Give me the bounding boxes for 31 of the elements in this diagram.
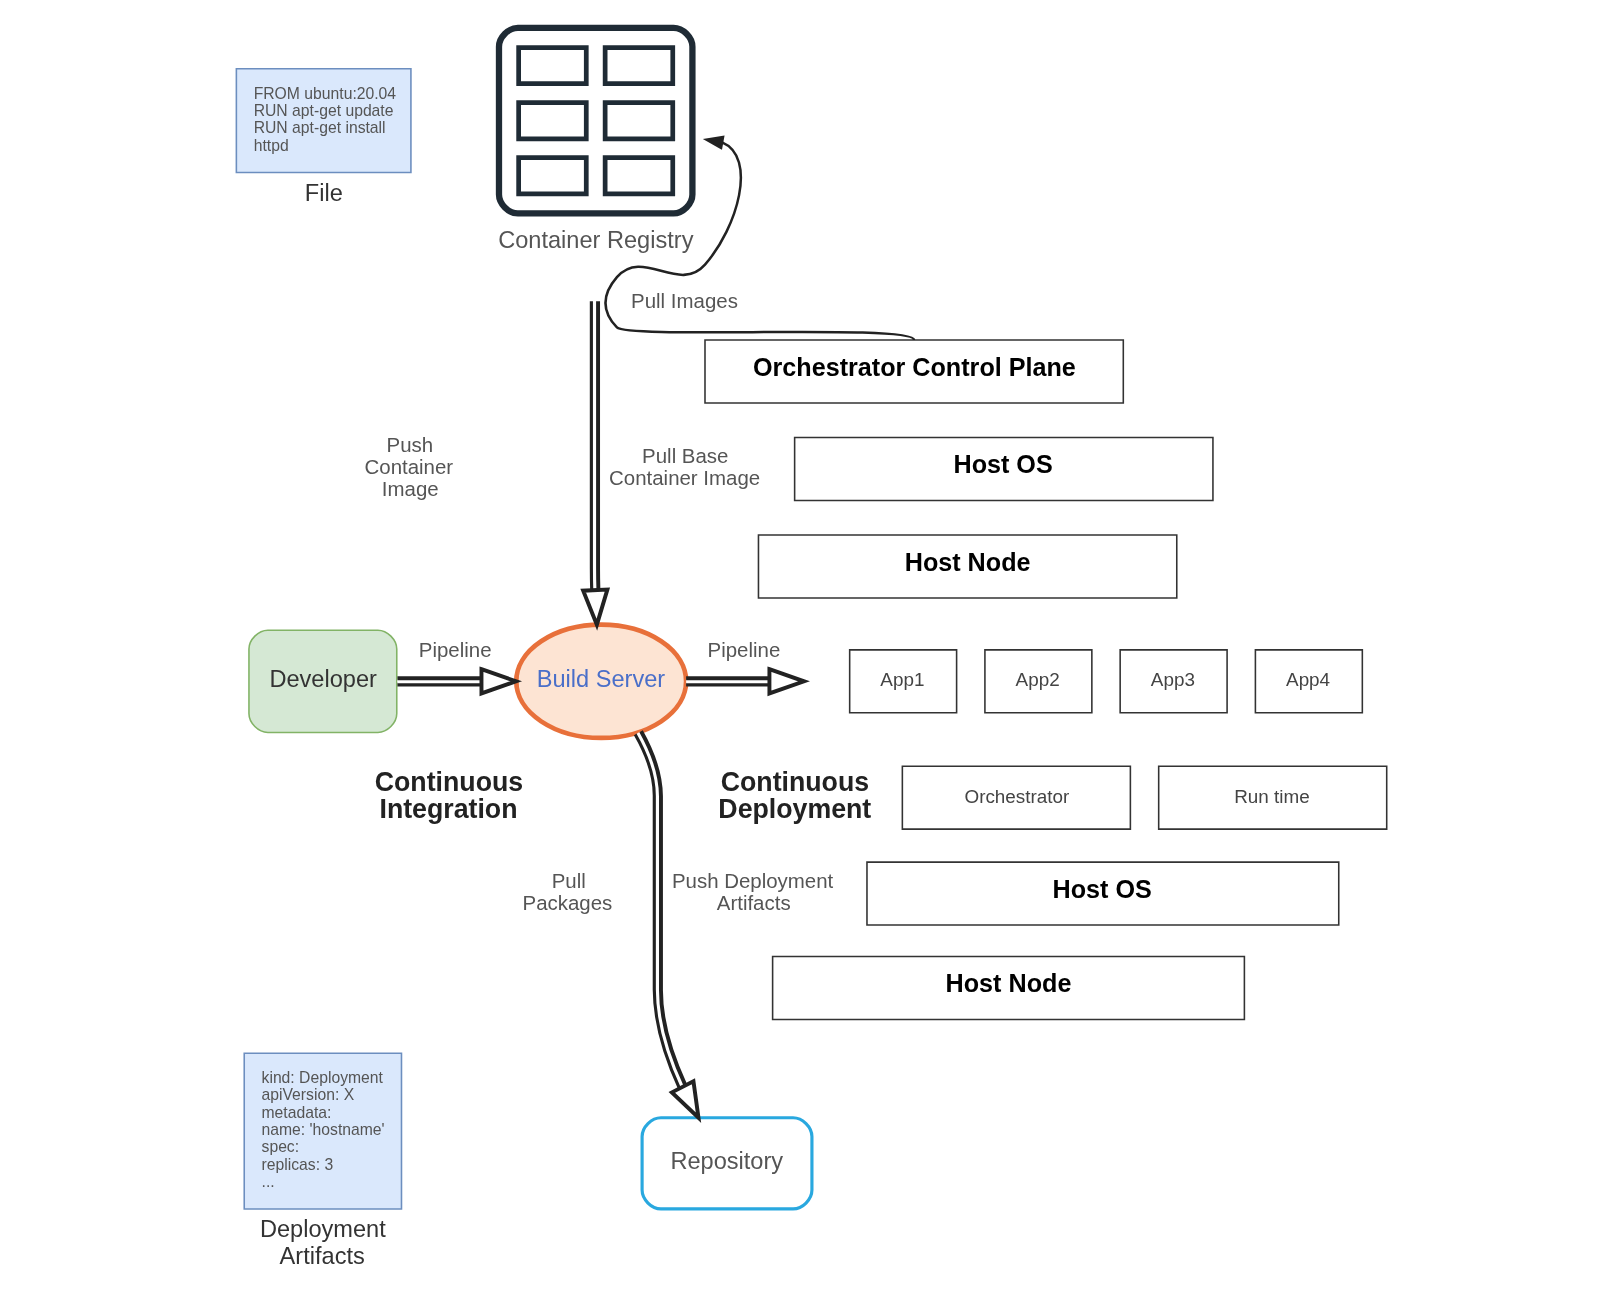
node-ellipse: Build Server (513, 622, 689, 741)
node-box: Repository (640, 1116, 814, 1211)
label: Push Container Image (364, 433, 454, 501)
node-box: App1 (848, 649, 958, 714)
node-box: Orchestrator Control Plane (704, 339, 1125, 404)
node-box: Run time (1157, 765, 1388, 830)
arrow (604, 135, 915, 342)
label: Continuous Integration (374, 766, 524, 824)
arrow (397, 666, 522, 697)
node-label: Deployment Artifacts (259, 1216, 386, 1269)
edge-label: Pull Images (631, 288, 738, 312)
node-box: Orchestrator (901, 765, 1132, 830)
node-box: Developer (248, 629, 398, 734)
node-label: Container Registry (498, 227, 694, 254)
edge-label: Pull Base Container Image (609, 444, 761, 490)
node-box: App2 (984, 649, 1093, 714)
arrow (633, 730, 702, 1123)
arrow (686, 666, 810, 697)
node-box: App4 (1254, 649, 1364, 714)
node-box: Host Node (771, 955, 1246, 1021)
node-box: Host OS (793, 436, 1214, 502)
node-box: App3 (1119, 649, 1228, 714)
node-box: Host OS (866, 861, 1340, 926)
edge-label: Pipeline (418, 637, 492, 661)
label: Continuous Deployment (718, 766, 872, 824)
edge-label: Pipeline (707, 637, 781, 661)
label: Pull Packages (522, 868, 613, 914)
node-box: Host Node (757, 534, 1178, 599)
edge-label: Push Deployment Artifacts (671, 868, 834, 914)
node-box (495, 24, 696, 217)
node-label: File (304, 179, 343, 206)
